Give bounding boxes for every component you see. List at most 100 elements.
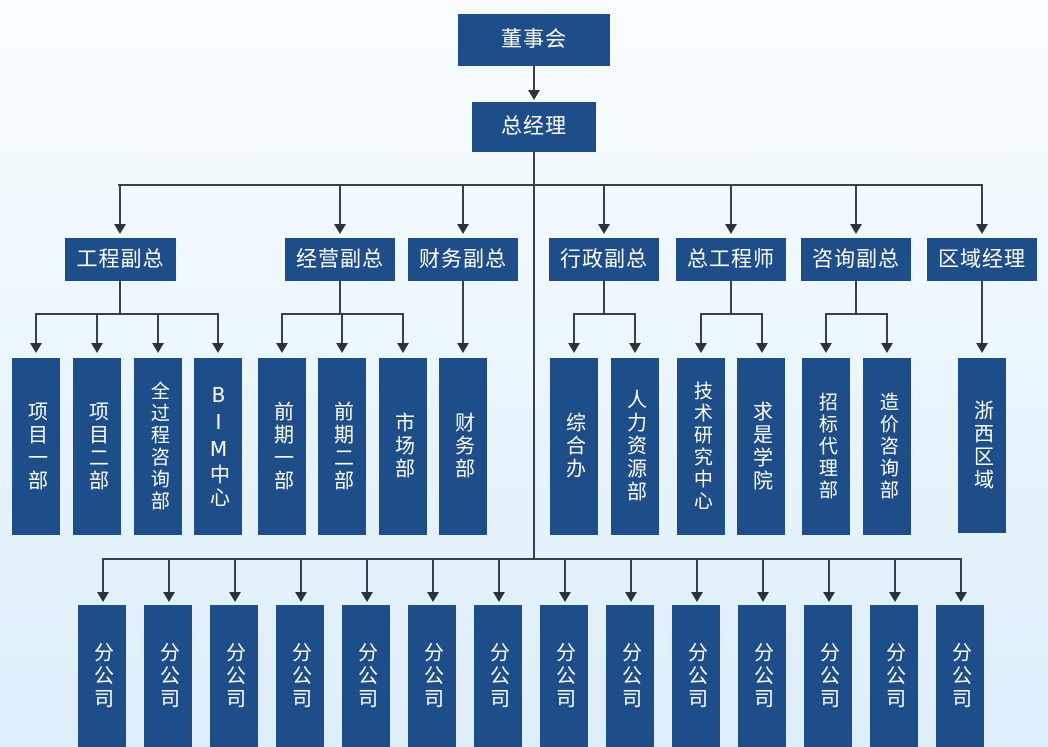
- node-branch-company-6[interactable]: 分公司: [408, 605, 456, 747]
- node-branch-company-1[interactable]: 分公司: [78, 605, 126, 747]
- node-qiushi-academy[interactable]: 求是学院: [737, 358, 785, 535]
- node-project-dept-2[interactable]: 项目二部: [73, 358, 121, 535]
- arrow-branch-2: [163, 592, 175, 602]
- node-regional-manager[interactable]: 区域经理: [927, 238, 1037, 281]
- connector-drop-administration: [603, 184, 605, 226]
- connector-operations-child-1: [281, 313, 283, 345]
- connector-branches-bus: [102, 558, 962, 560]
- connector-branch-drop-12: [828, 558, 830, 594]
- node-vp-finance[interactable]: 财务副总: [408, 238, 518, 281]
- node-branch-company-10[interactable]: 分公司: [672, 605, 720, 747]
- node-branch-company-7[interactable]: 分公司: [474, 605, 522, 747]
- arrow-branch-3: [229, 592, 241, 602]
- arrow-consulting-child-2: [881, 343, 893, 353]
- node-general-manager[interactable]: 总经理: [472, 102, 596, 152]
- connector-administration-bus: [573, 313, 635, 315]
- node-human-resources-dept[interactable]: 人力资源部: [611, 358, 659, 535]
- connector-operations-child-2: [341, 313, 343, 345]
- node-preliminary-dept-1[interactable]: 前期一部: [258, 358, 306, 535]
- node-vp-administration[interactable]: 行政副总: [549, 238, 659, 281]
- connector-drop-engineering: [119, 184, 121, 226]
- node-bidding-agency-dept[interactable]: 招标代理部: [802, 358, 850, 535]
- node-branch-company-14[interactable]: 分公司: [936, 605, 984, 747]
- arrow-drop-consulting: [850, 224, 862, 234]
- node-western-zhejiang-region[interactable]: 浙西区域: [958, 358, 1006, 533]
- connector-engineering-stem: [119, 281, 121, 313]
- connector-administration-stem: [603, 281, 605, 313]
- node-project-dept-1[interactable]: 项目一部: [12, 358, 60, 535]
- connector-consulting-stem: [855, 281, 857, 313]
- connector-branch-drop-7: [498, 558, 500, 594]
- arrow-branch-11: [757, 592, 769, 602]
- connector-administration-child-1: [573, 313, 575, 345]
- node-branch-company-4[interactable]: 分公司: [276, 605, 324, 747]
- node-marketing-dept[interactable]: 市场部: [379, 358, 427, 535]
- node-branch-company-9[interactable]: 分公司: [606, 605, 654, 747]
- node-branch-company-8[interactable]: 分公司: [540, 605, 588, 747]
- arrow-operations-child-2: [336, 343, 348, 353]
- node-board-of-directors[interactable]: 董事会: [458, 14, 610, 66]
- node-branch-company-2[interactable]: 分公司: [144, 605, 192, 747]
- arrow-drop-engineering: [114, 224, 126, 234]
- arrow-drop-administration: [598, 224, 610, 234]
- connector-level2-bus: [118, 184, 982, 186]
- connector-branch-drop-13: [894, 558, 896, 594]
- node-finance-dept[interactable]: 财务部: [439, 358, 487, 535]
- node-chief-engineer[interactable]: 总工程师: [676, 238, 786, 281]
- node-branch-company-5[interactable]: 分公司: [342, 605, 390, 747]
- node-bim-center[interactable]: BIM中心: [194, 358, 242, 535]
- connector-finance-stem: [462, 281, 464, 345]
- arrow-operations-child-3: [397, 343, 409, 353]
- arrow-branch-9: [625, 592, 637, 602]
- connector-gm-spine-upper: [533, 152, 535, 184]
- connector-branch-drop-3: [234, 558, 236, 594]
- arrow-branch-5: [361, 592, 373, 602]
- arrow-branch-7: [493, 592, 505, 602]
- arrow-branch-1: [97, 592, 109, 602]
- node-technology-research-center[interactable]: 技术研究中心: [677, 358, 725, 535]
- connector-chief-engineer-child-1: [700, 313, 702, 345]
- arrow-drop-chief-engineer: [725, 224, 737, 234]
- arrow-engineering-child-3: [152, 343, 164, 353]
- arrow-branch-10: [691, 592, 703, 602]
- node-branch-company-12[interactable]: 分公司: [804, 605, 852, 747]
- arrow-branch-14: [955, 592, 967, 602]
- arrow-finance-child-1: [457, 343, 469, 353]
- connector-drop-regional: [981, 184, 983, 226]
- node-vp-engineering[interactable]: 工程副总: [65, 238, 176, 281]
- node-full-process-consulting-dept[interactable]: 全过程咨询部: [134, 358, 182, 535]
- connector-drop-consulting: [855, 184, 857, 226]
- connector-chief-engineer-child-2: [761, 313, 763, 345]
- connector-branch-drop-2: [168, 558, 170, 594]
- arrow-chief-engineer-child-1: [695, 343, 707, 353]
- arrow-administration-child-2: [629, 343, 641, 353]
- arrow-branch-13: [889, 592, 901, 602]
- node-preliminary-dept-2[interactable]: 前期二部: [318, 358, 366, 535]
- connector-consulting-child-2: [886, 313, 888, 345]
- node-branch-company-13[interactable]: 分公司: [870, 605, 918, 747]
- arrow-administration-child-1: [568, 343, 580, 353]
- arrow-chief-engineer-child-2: [756, 343, 768, 353]
- node-general-affairs-office[interactable]: 综合办: [550, 358, 598, 535]
- connector-regional-stem: [981, 281, 983, 345]
- connector-branch-drop-6: [432, 558, 434, 594]
- connector-administration-child-2: [634, 313, 636, 345]
- node-branch-company-3[interactable]: 分公司: [210, 605, 258, 747]
- connector-branch-drop-5: [366, 558, 368, 594]
- connector-operations-child-3: [402, 313, 404, 345]
- connector-consulting-child-1: [825, 313, 827, 345]
- connector-drop-chief-engineer: [730, 184, 732, 226]
- connector-drop-finance: [462, 184, 464, 226]
- arrow-branch-6: [427, 592, 439, 602]
- connector-branch-drop-8: [564, 558, 566, 594]
- node-branch-company-11[interactable]: 分公司: [738, 605, 786, 747]
- node-cost-consulting-dept[interactable]: 造价咨询部: [863, 358, 911, 535]
- connector-branch-drop-11: [762, 558, 764, 594]
- arrow-engineering-child-2: [91, 343, 103, 353]
- arrow-branch-8: [559, 592, 571, 602]
- node-vp-consulting[interactable]: 咨询副总: [801, 238, 911, 281]
- node-vp-operations[interactable]: 经营副总: [285, 238, 395, 281]
- arrow-regional-child-1: [976, 343, 988, 353]
- arrow-branch-4: [295, 592, 307, 602]
